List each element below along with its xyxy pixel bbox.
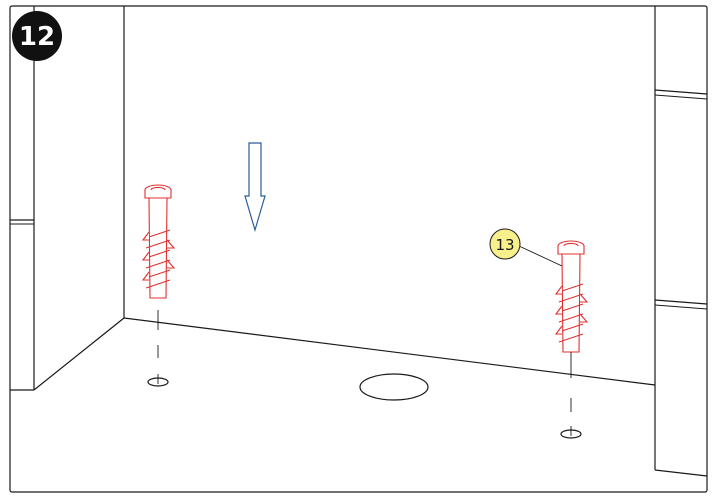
left-side-panel (10, 6, 125, 391)
wall-plug-left (141, 184, 176, 299)
right-side-panel (654, 6, 708, 477)
frame-border (9, 5, 708, 493)
floor-edge (123, 317, 656, 386)
wall-plug-right (554, 240, 589, 353)
step-badge (12, 11, 62, 61)
part-callout-badge (489, 228, 521, 260)
part-callout-number: 13 (495, 236, 514, 254)
callout-leader (518, 245, 563, 267)
down-arrow-icon (244, 142, 266, 233)
cable-hole (359, 373, 429, 401)
step-number: 12 (19, 22, 55, 52)
